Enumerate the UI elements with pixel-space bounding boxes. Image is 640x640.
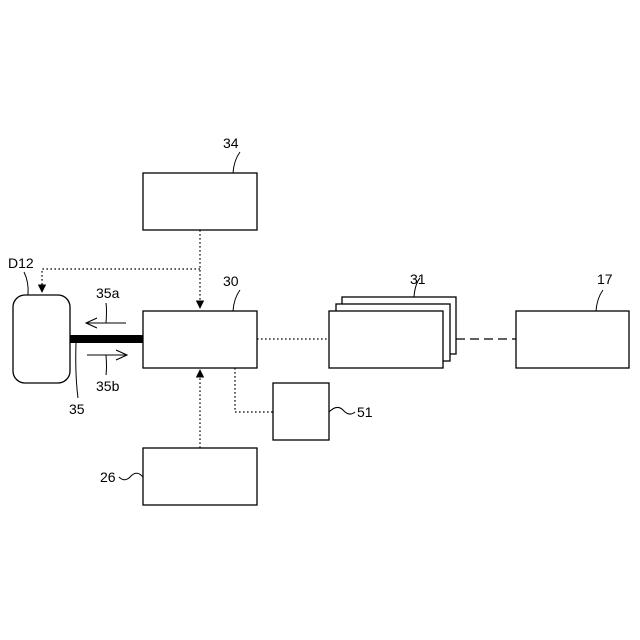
connector-30-to-51 <box>235 368 273 412</box>
leader-35 <box>76 343 78 398</box>
block-30 <box>143 311 257 368</box>
label-31: 31 <box>410 271 426 287</box>
label-30: 30 <box>223 273 239 289</box>
leader-51 <box>329 407 355 414</box>
label-35b: 35b <box>96 378 120 394</box>
leader-30 <box>233 290 240 311</box>
leader-26 <box>119 473 143 480</box>
label-d12: D12 <box>8 255 34 271</box>
label-35a: 35a <box>96 285 120 301</box>
leader-35b <box>106 355 107 375</box>
label-26: 26 <box>100 469 116 485</box>
block-17 <box>516 311 629 368</box>
connector-to-d12 <box>42 269 200 292</box>
label-34: 34 <box>223 135 239 151</box>
device-d12 <box>13 295 70 383</box>
label-35: 35 <box>69 401 85 417</box>
label-17: 17 <box>597 271 613 287</box>
block-34 <box>143 173 257 230</box>
leader-34 <box>233 152 240 173</box>
block-26 <box>143 448 257 505</box>
block-31 <box>329 311 443 368</box>
leader-35a <box>106 303 107 323</box>
leader-17 <box>596 290 603 311</box>
label-51: 51 <box>357 404 373 420</box>
leader-d12 <box>24 272 28 295</box>
block-51 <box>273 383 329 440</box>
